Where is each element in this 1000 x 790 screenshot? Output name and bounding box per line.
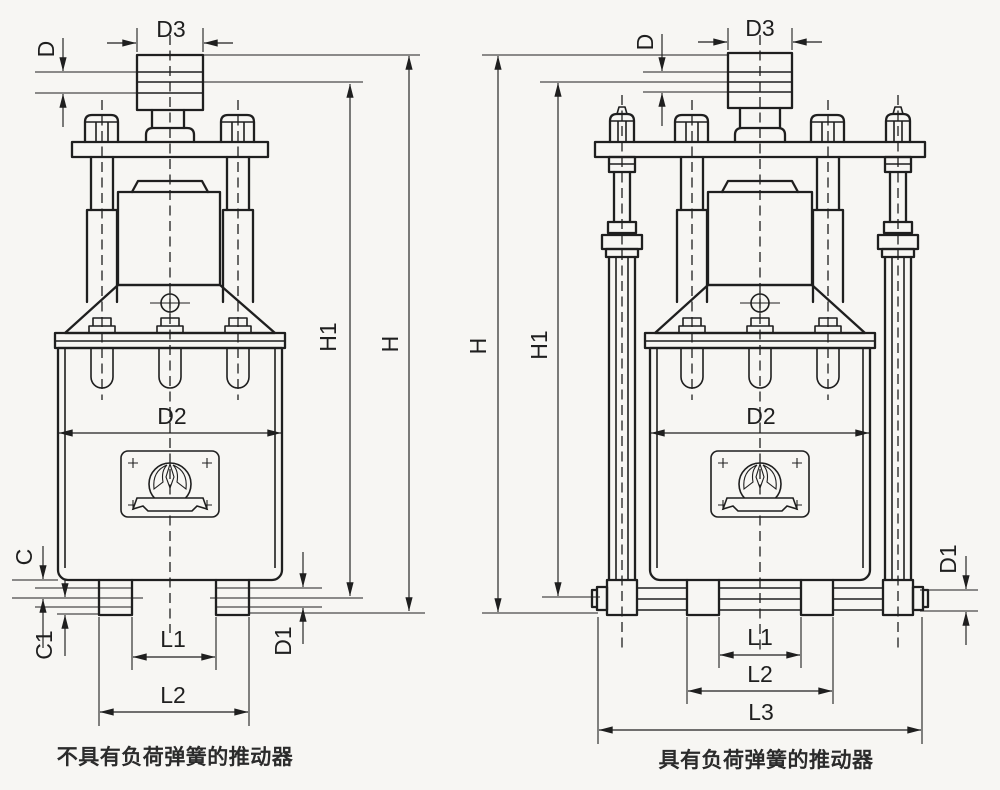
dim-label-d3: D3 (156, 16, 185, 42)
mounting-lugs-and-pin (482, 578, 978, 617)
left-figure-caption: 不具有负荷弹簧的推动器 (57, 745, 294, 769)
dim-label-d: D (632, 34, 658, 51)
dim-label-h1: H1 (315, 322, 341, 351)
dim-label-l2: L2 (160, 682, 186, 708)
dim-label-l3: L3 (748, 699, 774, 725)
piston-rod-cap (726, 51, 794, 144)
load-spring-column-left (590, 106, 644, 617)
left-thruster-figure: D3 D H H1 D2 C C1 (11, 16, 425, 769)
dim-label-d: D (33, 41, 59, 58)
left-dimensions: D3 D H H1 D2 C C1 (11, 16, 420, 726)
dim-label-d2: D2 (157, 403, 186, 429)
dim-label-d2: D2 (746, 403, 775, 429)
dim-label-c: C (11, 549, 37, 566)
manufacturer-logo-icon (131, 462, 209, 512)
mounting-lugs (12, 578, 425, 617)
nameplate (120, 450, 220, 518)
right-dimensions: D3 D H H1 D2 D1 L1 (465, 15, 970, 744)
dim-label-d1: D1 (935, 544, 961, 573)
dim-label-h: H (465, 338, 491, 355)
load-spring-column-right (876, 106, 930, 617)
dim-label-c1: C1 (31, 630, 57, 659)
cylinder-body (643, 331, 877, 582)
right-figure-caption: 具有负荷弹簧的推动器 (659, 748, 874, 772)
dim-label-l1: L1 (160, 626, 186, 652)
nameplate (710, 450, 810, 518)
dim-label-h1: H1 (526, 330, 552, 359)
dim-label-h: H (377, 336, 403, 353)
dim-label-d1: D1 (270, 626, 296, 655)
dim-label-l1: L1 (747, 624, 773, 650)
right-thruster-figure: D3 D H H1 D2 D1 L1 (465, 15, 978, 772)
dim-label-d3: D3 (745, 15, 774, 41)
cylinder-body (53, 331, 287, 582)
dim-label-l2: L2 (747, 661, 773, 687)
manufacturer-logo-icon (721, 462, 799, 512)
